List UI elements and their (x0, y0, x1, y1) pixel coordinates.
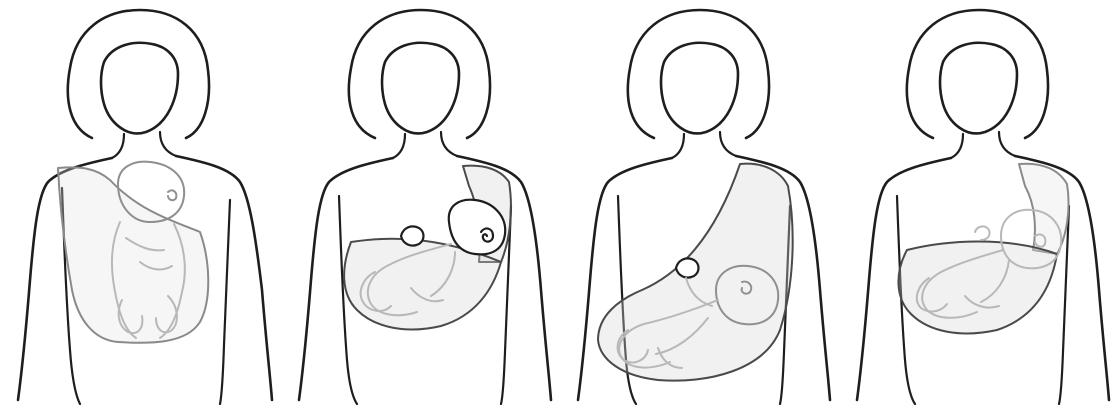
panel-upright-carry (0, 0, 279, 405)
face-outline (382, 43, 459, 134)
hair-outline (628, 10, 769, 138)
neck-outline (672, 132, 736, 158)
hair-outline (907, 10, 1048, 138)
arm-right-outline (220, 200, 230, 404)
sling (58, 167, 208, 342)
panel-low-cradle-carry (558, 0, 837, 405)
baby-hand (975, 226, 990, 240)
baby-ear (168, 190, 176, 200)
sling-pouch (898, 242, 1057, 334)
sling-fabric (58, 167, 208, 342)
panel-cradle-carry (279, 0, 558, 405)
face-outline (101, 43, 178, 134)
baby-hand (401, 226, 424, 245)
neck-outline (112, 132, 176, 158)
neck-outline (393, 132, 457, 158)
woman-figure (299, 10, 551, 404)
face-outline (661, 43, 738, 134)
baby-hand (676, 258, 699, 277)
face-outline (940, 43, 1017, 134)
woman-figure (857, 10, 1109, 404)
neck-outline (951, 132, 1015, 158)
hair-outline (349, 10, 490, 138)
panel-cradle-carry-alt (837, 0, 1116, 405)
sling (898, 164, 1068, 334)
hair-outline (68, 10, 209, 138)
